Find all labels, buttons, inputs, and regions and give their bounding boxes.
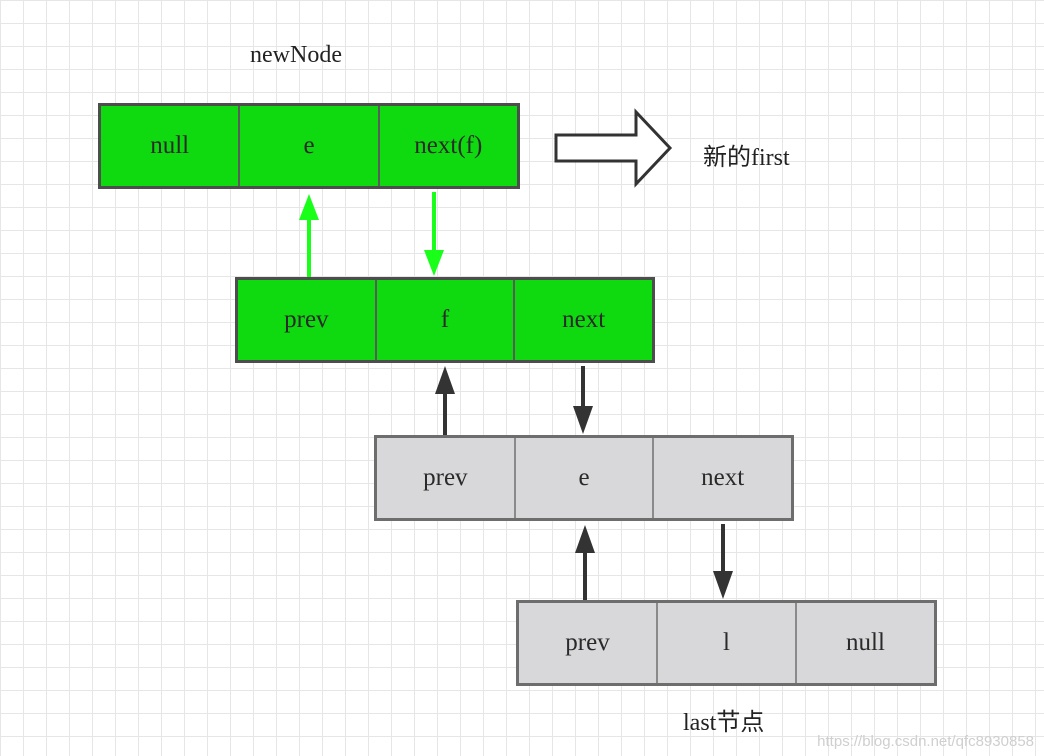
last-node-item-cell: l (656, 603, 795, 683)
middle-node-prev-cell: prev (423, 464, 468, 491)
dark-prev-arrow-icon-1 (435, 366, 455, 435)
last-node-label: last节点 (683, 710, 765, 736)
dark-next-arrow-icon-1 (573, 366, 593, 434)
last-node-prev-cell: prev (565, 629, 610, 656)
new-node-item-cell: e (238, 106, 377, 186)
first-node-prev-cell: prev (284, 306, 329, 333)
last-node: prev l null (516, 600, 937, 686)
new-first-label: 新的first (703, 145, 790, 171)
newnode-label: newNode (250, 42, 342, 68)
dark-prev-arrow-icon-2 (575, 525, 595, 600)
green-prev-arrow-icon (299, 194, 319, 277)
new-node: null e next(f) (98, 103, 520, 189)
green-next-arrow-icon (424, 192, 444, 276)
new-first-arrow-icon (554, 108, 673, 188)
first-node-item-cell: f (374, 280, 514, 360)
watermark: https://blog.csdn.net/qfc8930858 (817, 733, 1034, 750)
middle-node-next-cell: next (652, 438, 791, 518)
middle-node: prev e next (374, 435, 794, 521)
dark-next-arrow-icon-2 (713, 524, 733, 599)
new-node-prev-cell: null (150, 132, 190, 159)
last-node-next-cell: null (795, 603, 934, 683)
first-node-next-cell: next (513, 280, 652, 360)
new-node-next-cell: next(f) (377, 106, 517, 186)
first-node: prev f next (235, 277, 655, 363)
middle-node-item-cell: e (513, 438, 653, 518)
